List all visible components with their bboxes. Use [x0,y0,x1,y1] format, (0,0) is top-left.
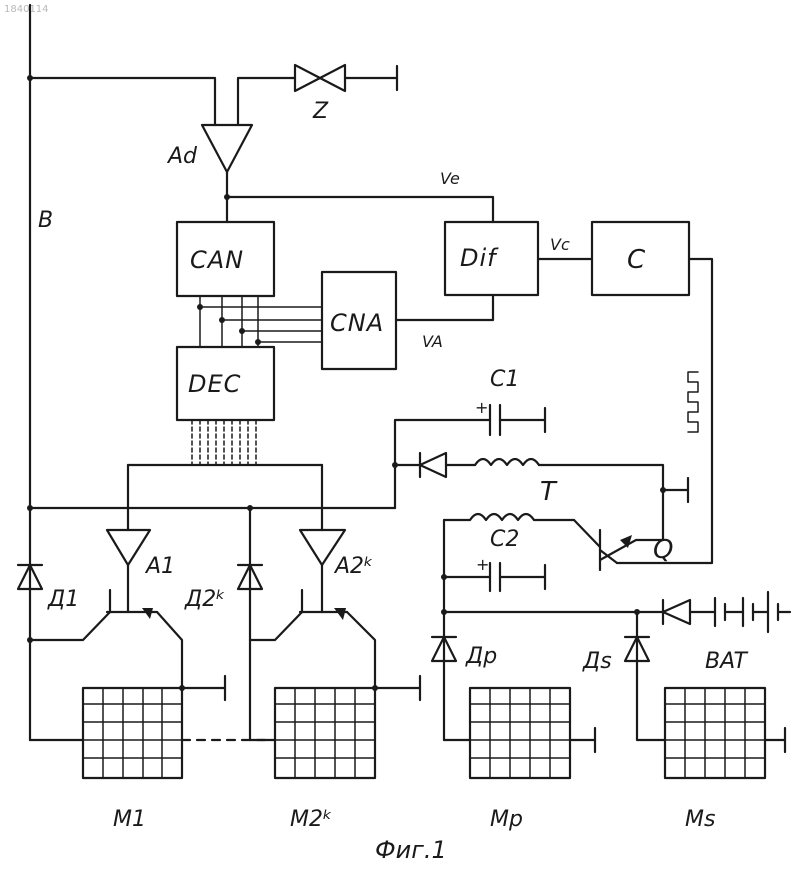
vc-label: Vc [550,235,570,254]
diode-d2k-label: Д2ᵏ [184,587,226,612]
battery-bat [715,592,790,632]
can-block-label: CAN [190,246,244,274]
top-wiring [30,78,295,125]
diode-d1-label: Д1 [47,587,79,612]
rectifier-diode [395,453,475,477]
transistor-label: Q [653,535,673,565]
module-m1-label: M1 [113,807,146,832]
can-data-bus [197,296,322,347]
secondary-return-wire [539,465,663,490]
c2-label: C2 [490,527,519,552]
zener-label: Z [312,99,329,124]
module-m1-panel [83,688,182,778]
c-block-label: C [627,245,646,275]
ve-label: Ve [440,169,460,188]
amplifier-ad-label: Ad [166,144,198,169]
pulse-train-icon [688,372,698,432]
c1-label: C1 [490,367,519,392]
dec-block-label: DEC [188,370,241,398]
transformer-label: T [540,477,558,507]
amp-a2k-label: A2ᵏ [333,554,373,579]
dec-output-bus [128,420,322,530]
transformer-primary-coil [444,514,574,520]
diode-dp-label: Дp [465,644,497,669]
module-m2k-label: M2ᵏ [290,807,332,832]
battery-label: BAT [705,649,749,674]
document-id: 1840114 [4,4,49,15]
module-ms-label: Ms [685,807,715,832]
amp-a1-label: A1 [144,554,175,579]
dif-block-label: Dif [460,244,499,272]
capacitor-c1 [490,405,545,435]
transformer-secondary-coil [475,459,539,465]
module-ms-panel [665,688,785,778]
ground-q [660,478,688,502]
figure-caption: Фиг.1 [375,836,447,864]
diode-ds-label: Дs [582,649,612,674]
zener-diode-z [295,65,397,91]
channel-1 [18,530,225,700]
channel-2k [238,508,420,740]
cna-block-label: CNA [330,309,384,337]
va-wire [396,295,493,320]
capacitor-c2 [441,563,545,591]
ve-wire [227,197,493,222]
amplifier-ad [202,125,252,222]
battery-line [441,600,715,624]
bus-b-label: B [38,208,53,233]
c2-plus: + [476,555,489,574]
diode-ds [625,612,665,740]
module-mp-panel [444,688,595,778]
module-m2k-panel [275,688,375,778]
va-label: VA [422,332,443,351]
transistor-q [574,490,663,570]
module-mp-label: Mp [490,807,523,832]
bus-b [27,5,83,740]
c1-plus: + [475,398,488,417]
